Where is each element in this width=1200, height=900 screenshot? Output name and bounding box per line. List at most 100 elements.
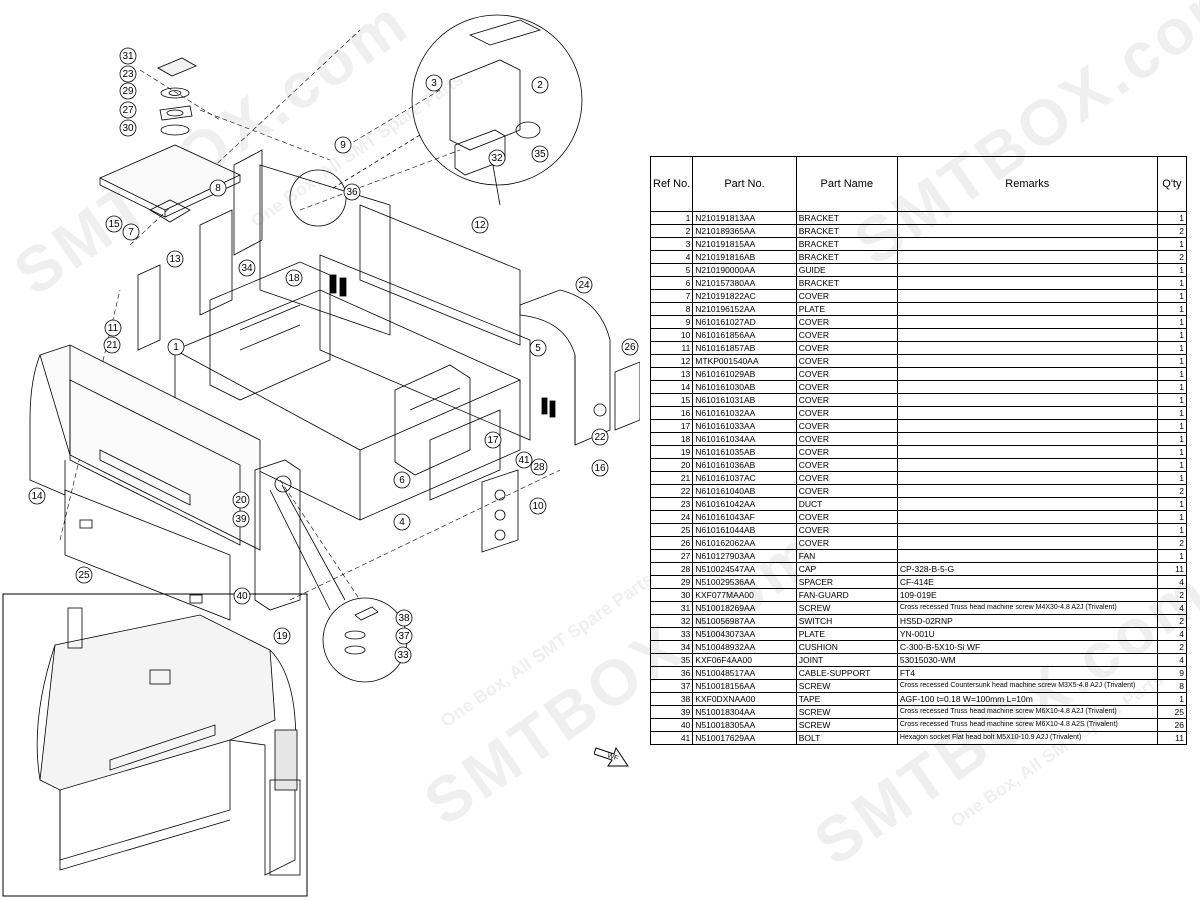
cell-ref-no: 38 bbox=[649, 692, 694, 706]
cell-part-no: N510048932AA bbox=[692, 640, 797, 654]
callout-26: 26 bbox=[621, 338, 639, 356]
callout-bubble bbox=[530, 458, 548, 476]
parts-list-table: Ref No. Part No. Part Name Remarks Q'ty … bbox=[649, 156, 1188, 745]
cell-remarks bbox=[896, 445, 1158, 459]
callout-label: 34 bbox=[241, 263, 253, 274]
callout-36: 36 bbox=[343, 183, 361, 201]
cell-part-no: N210191822AC bbox=[692, 289, 797, 303]
cell-qty: 1 bbox=[1156, 549, 1188, 563]
rear-panels bbox=[259, 164, 556, 441]
callout-18: 18 bbox=[285, 269, 303, 287]
cell-remarks bbox=[896, 263, 1158, 277]
cell-qty: 4 bbox=[1156, 627, 1188, 641]
cell-part-name: COVER bbox=[795, 510, 898, 524]
callout-bubble bbox=[395, 627, 413, 645]
callout-24: 24 bbox=[575, 276, 593, 294]
detail-circle-cable bbox=[289, 169, 347, 227]
cell-ref-no: 31 bbox=[649, 601, 694, 615]
callout-label: 26 bbox=[624, 342, 636, 353]
callout-bubble bbox=[471, 216, 489, 234]
cell-part-name: FAN-GUARD bbox=[795, 588, 898, 602]
cell-part-no: N210157380AA bbox=[692, 276, 797, 290]
callout-bubble bbox=[122, 223, 140, 241]
cell-remarks bbox=[896, 419, 1158, 433]
callout-1: 1 bbox=[167, 338, 185, 356]
cell-ref-no: 8 bbox=[649, 302, 694, 316]
cell-ref-no: 22 bbox=[649, 484, 694, 498]
callout-bubble bbox=[529, 497, 547, 515]
cell-ref-no: 33 bbox=[649, 627, 694, 641]
cell-part-name: TAPE bbox=[795, 692, 898, 706]
callout-11: 11 bbox=[104, 319, 122, 337]
callout-22: 22 bbox=[591, 428, 609, 446]
cell-part-name: CABLE-SUPPORT bbox=[795, 666, 898, 680]
cell-part-no: N610161856AA bbox=[692, 328, 797, 342]
cell-part-name: COVER bbox=[795, 419, 898, 433]
callout-4: 4 bbox=[393, 513, 411, 531]
cell-qty: 1 bbox=[1156, 354, 1188, 368]
cell-remarks: Hexagon socket Flat head bolt M5X10-10.9… bbox=[896, 731, 1158, 745]
cell-remarks bbox=[896, 211, 1158, 225]
cell-qty: 2 bbox=[1156, 640, 1188, 654]
callout-32: 32 bbox=[488, 149, 506, 167]
cell-part-no: N210189365AA bbox=[692, 224, 797, 238]
cell-ref-no: 32 bbox=[649, 614, 694, 628]
cell-part-name: BRACKET bbox=[795, 211, 898, 225]
cell-qty: 4 bbox=[1156, 653, 1188, 667]
cell-ref-no: 30 bbox=[649, 588, 694, 602]
cell-part-name: COVER bbox=[795, 432, 898, 446]
callout-bubble bbox=[343, 183, 361, 201]
cell-part-no: N610161030AB bbox=[692, 380, 797, 394]
cell-qty: 11 bbox=[1156, 731, 1188, 745]
callout-label: 21 bbox=[106, 340, 118, 351]
cell-remarks: AGF-100 t=0.18 W=100mm L=10m bbox=[896, 692, 1158, 706]
callout-bubble bbox=[393, 471, 411, 489]
cell-part-no: N610161031AB bbox=[692, 393, 797, 407]
cell-remarks bbox=[896, 315, 1158, 329]
cell-ref-no: 1 bbox=[649, 211, 694, 225]
callout-30: 30 bbox=[119, 119, 137, 137]
cell-ref-no: 36 bbox=[649, 666, 694, 680]
callout-label: 27 bbox=[122, 105, 134, 116]
callout-bubble bbox=[529, 339, 547, 357]
callout-27: 27 bbox=[119, 101, 137, 119]
cell-part-no: N210191813AA bbox=[692, 211, 797, 225]
cell-part-name: COVER bbox=[795, 367, 898, 381]
cell-part-name: PLATE bbox=[795, 627, 898, 641]
cell-qty: 26 bbox=[1156, 718, 1188, 732]
cell-part-no: N610161027AD bbox=[692, 315, 797, 329]
cell-qty: 1 bbox=[1156, 419, 1188, 433]
cell-ref-no: 19 bbox=[649, 445, 694, 459]
callout-bubble bbox=[119, 47, 137, 65]
cell-qty: 1 bbox=[1156, 445, 1188, 459]
cell-ref-no: 29 bbox=[649, 575, 694, 589]
callout-label: 1 bbox=[173, 342, 179, 353]
callout-label: 10 bbox=[532, 501, 544, 512]
cell-part-no: N610161037AC bbox=[692, 471, 797, 485]
cell-part-no: N510018156AA bbox=[692, 679, 797, 693]
callout-bubble bbox=[232, 510, 250, 528]
cell-part-no: MTKP001540AA bbox=[692, 354, 797, 368]
callout-19: 19 bbox=[273, 627, 291, 645]
callout-bubble bbox=[119, 101, 137, 119]
cell-remarks bbox=[896, 354, 1158, 368]
cell-qty: 1 bbox=[1156, 510, 1188, 524]
table-header-row: Ref No. Part No. Part Name Remarks Q'ty bbox=[649, 156, 1188, 212]
callout-28: 28 bbox=[530, 458, 548, 476]
cell-ref-no: 12 bbox=[649, 354, 694, 368]
callout-20: 20 bbox=[232, 491, 250, 509]
callout-label: 41 bbox=[518, 455, 530, 466]
cell-ref-no: 25 bbox=[649, 523, 694, 537]
